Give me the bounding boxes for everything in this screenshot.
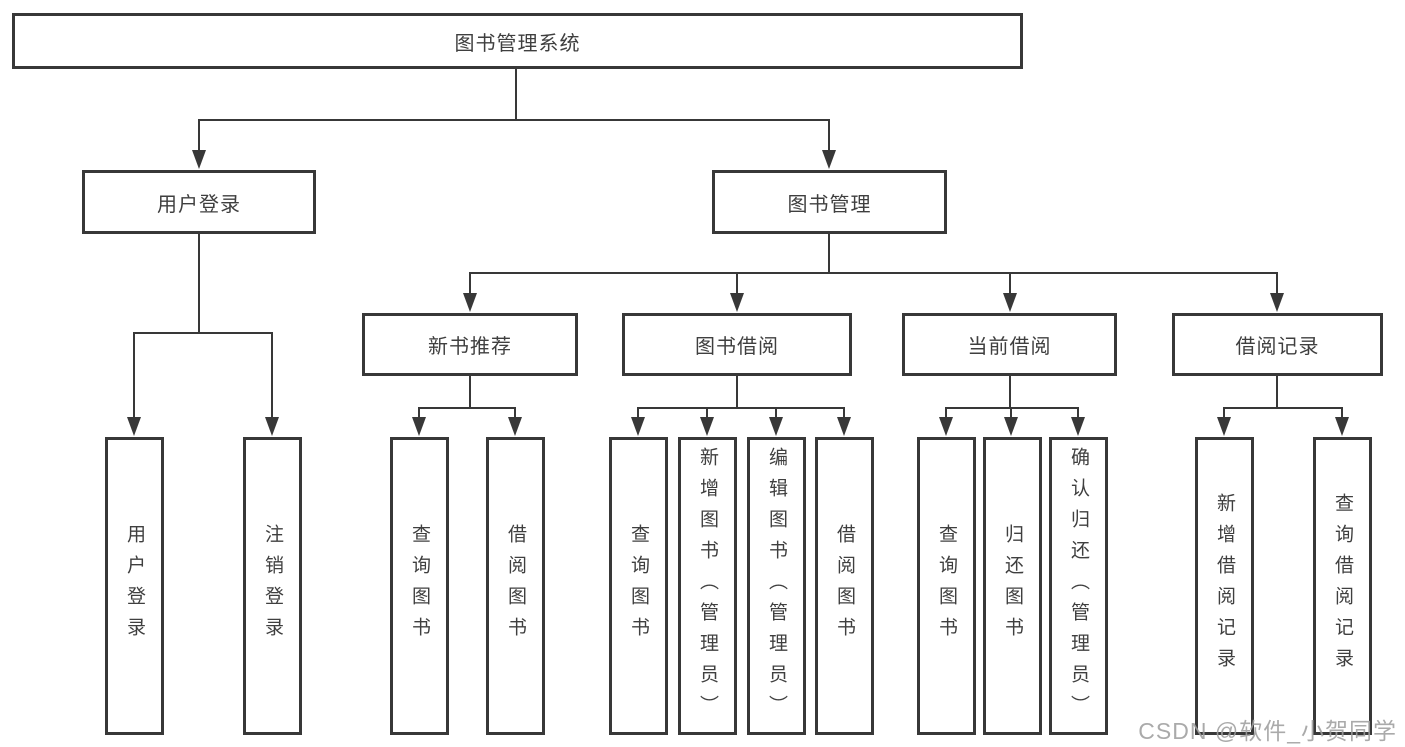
- node-label: 新书推荐: [428, 336, 512, 358]
- node-label: 借阅记录: [1235, 336, 1320, 358]
- node-label: 查询借阅记录: [1332, 493, 1353, 679]
- node-label: 注销登录: [262, 524, 283, 648]
- node-leaf-user-login: 用户登录: [105, 437, 164, 735]
- node-label: 图书借阅: [695, 336, 779, 358]
- node-leaf-borrow-books-recommend: 借阅图书: [486, 437, 545, 735]
- node-label: 查询图书: [409, 524, 430, 648]
- node-book-management: 图书管理: [712, 170, 947, 234]
- node-label: 当前借阅: [967, 336, 1052, 358]
- node-label: 确认归还（管理员）: [1068, 446, 1089, 726]
- node-leaf-query-books-borrow: 查询图书: [609, 437, 668, 735]
- node-leaf-edit-books-admin: 编辑图书（管理员）: [747, 437, 806, 735]
- node-book-borrowing: 图书借阅: [622, 313, 852, 376]
- csdn-watermark: CSDN @软件_小贺同学: [1138, 718, 1397, 744]
- node-user-login: 用户登录: [82, 170, 316, 234]
- node-leaf-query-books-current: 查询图书: [917, 437, 976, 735]
- node-label: 新增借阅记录: [1214, 493, 1235, 679]
- node-leaf-add-books-admin: 新增图书（管理员）: [678, 437, 737, 735]
- node-leaf-confirm-return-admin: 确认归还（管理员）: [1049, 437, 1108, 735]
- node-label: 借阅图书: [834, 524, 855, 648]
- node-label: 查询图书: [628, 524, 649, 648]
- node-leaf-query-borrow-record: 查询借阅记录: [1313, 437, 1372, 735]
- node-label: 用户登录: [157, 193, 241, 216]
- node-label: 用户登录: [124, 524, 145, 648]
- node-leaf-add-borrow-record: 新增借阅记录: [1195, 437, 1254, 735]
- node-label: 借阅图书: [505, 524, 526, 648]
- node-label: 图书管理: [787, 193, 872, 216]
- node-leaf-logout: 注销登录: [243, 437, 302, 735]
- node-label: 归还图书: [1002, 524, 1023, 648]
- node-new-book-recommendation: 新书推荐: [362, 313, 578, 376]
- arrowheads: [127, 150, 1349, 436]
- node-current-borrowing: 当前借阅: [902, 313, 1117, 376]
- node-leaf-query-books-recommend: 查询图书: [390, 437, 449, 735]
- node-label: 编辑图书（管理员）: [766, 446, 787, 726]
- node-library-management-system: 图书管理系统: [12, 13, 1023, 69]
- node-borrowing-records: 借阅记录: [1172, 313, 1383, 376]
- node-label: 查询图书: [936, 524, 957, 648]
- node-leaf-borrow-books: 借阅图书: [815, 437, 874, 735]
- node-label: 新增图书（管理员）: [697, 446, 718, 726]
- node-leaf-return-books: 归还图书: [983, 437, 1042, 735]
- node-label: 图书管理系统: [454, 32, 581, 55]
